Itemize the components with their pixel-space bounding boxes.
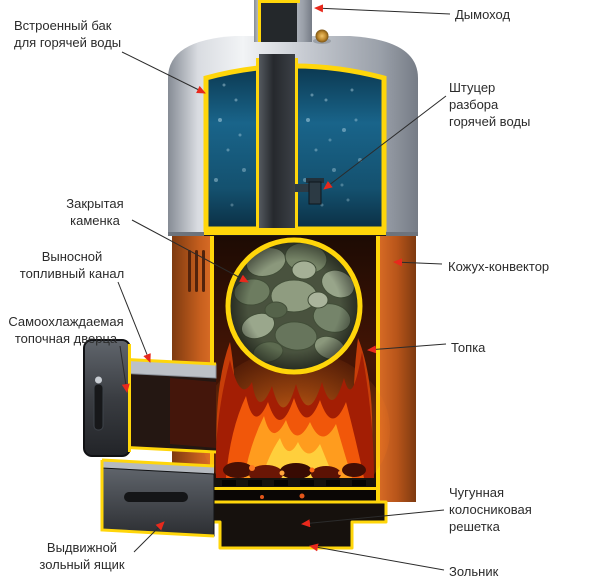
callout-lines — [117, 4, 451, 571]
label-fitting-3: горячей воды — [449, 114, 530, 129]
chimney-pipe — [254, 0, 312, 42]
ash-drawer — [100, 458, 215, 538]
callout-fitting — [323, 95, 447, 190]
callout-ash-drawer — [133, 521, 165, 553]
stove-base — [198, 500, 388, 550]
label-ash-drawer: Выдвижной — [47, 540, 117, 555]
inner-chimney-pipe — [256, 54, 298, 230]
lid-knob — [313, 29, 331, 44]
label-door: Самоохлаждаемая — [8, 314, 123, 329]
label-tank-2: для горячей воды — [14, 35, 121, 50]
cast-iron-grate — [214, 478, 376, 490]
label-door-2: топочная дверца — [15, 331, 118, 346]
label-grate-3: решетка — [449, 519, 501, 534]
label-grate-2: колосниковая — [449, 502, 532, 517]
label-firebox: Топка — [451, 340, 486, 355]
label-ash-pan: Зольник — [449, 564, 499, 579]
label-ash-drawer-2: зольный ящик — [39, 557, 125, 572]
callout-fuel-channel — [117, 281, 151, 363]
callout-grate — [301, 509, 445, 528]
ash-pan-cavity — [214, 490, 376, 502]
callout-chimney — [314, 4, 451, 15]
callout-tank — [121, 51, 206, 94]
label-grate: Чугунная — [449, 485, 504, 500]
water-bubbles — [214, 83, 362, 207]
label-convector: Кожух-конвектор — [448, 259, 549, 274]
water-outlet-fitting — [295, 178, 324, 205]
callout-door — [119, 345, 130, 393]
callout-stones — [131, 219, 249, 283]
stone-chamber — [225, 237, 363, 375]
callout-convector — [393, 258, 443, 267]
label-fitting: Штуцер — [449, 80, 495, 95]
label-fuel-channel: Выносной — [42, 249, 103, 264]
label-fuel-channel-2: топливный канал — [20, 266, 124, 281]
label-tank: Встроенный бак — [14, 18, 112, 33]
label-chimney: Дымоход — [455, 7, 510, 22]
callout-firebox — [367, 343, 447, 354]
labels: Встроенный бак для горячей воды Дымоход … — [8, 7, 549, 579]
callout-ash-pan — [309, 543, 445, 571]
label-stones: Закрытая — [66, 196, 123, 211]
flames — [215, 338, 374, 478]
label-fitting-2: разбора — [449, 97, 499, 112]
convector-vents — [188, 250, 205, 292]
label-stones-2: каменка — [70, 213, 121, 228]
firebox-door — [83, 339, 131, 457]
